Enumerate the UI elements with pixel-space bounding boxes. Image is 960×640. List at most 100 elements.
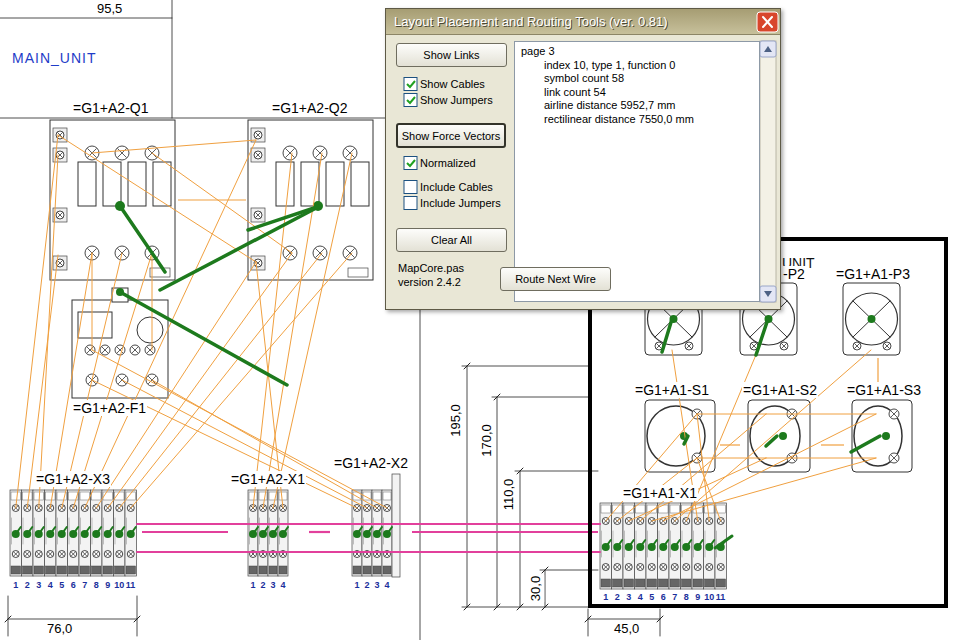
terminal-foot (259, 566, 267, 574)
terminal-foot (624, 579, 634, 587)
terminal-foot (613, 579, 623, 587)
terminal-foot (34, 566, 44, 574)
terminal-number: 11 (716, 592, 726, 602)
dimension-line (497, 397, 498, 607)
screw-terminal (115, 146, 129, 160)
dimension-tick (5, 616, 11, 622)
screw-terminal (602, 564, 609, 571)
dimension-line (8, 619, 137, 620)
terminal-number: 1 (251, 580, 256, 590)
screw-terminal (254, 131, 262, 139)
screw-slot (719, 565, 723, 569)
checkbox (404, 157, 417, 170)
screw-slot (106, 552, 110, 556)
overload-relay-symbol: =G1+A2-F1 (70, 286, 170, 418)
screw-slot (37, 552, 41, 556)
dimension-line (0, 18, 172, 19)
cable-run (137, 523, 600, 525)
lamp-ring (846, 293, 898, 345)
screw-slot (673, 565, 677, 569)
extension-line (492, 397, 588, 398)
terminal-rib (383, 518, 384, 544)
pushbutton-symbol: =G1+A1-S3 (844, 382, 925, 474)
drawing-label: MAIN_UNIT (12, 50, 96, 66)
push-button: Route Next Wire (500, 267, 611, 291)
wire-link (58, 135, 256, 262)
screw-terminal (58, 551, 65, 558)
terminal-tag (670, 505, 680, 513)
extension-line (588, 609, 589, 636)
force-vector (766, 436, 777, 446)
terminal-foot (46, 566, 56, 574)
force-vector (263, 527, 268, 534)
dimension-tick (542, 567, 548, 573)
screw-terminal (889, 409, 899, 419)
terminal-rib (682, 531, 683, 557)
screw-slot (71, 552, 75, 556)
screw-terminal (47, 551, 54, 558)
terminal-tag (249, 492, 257, 500)
terminal-number: 1 (603, 592, 608, 602)
checkbox (404, 94, 417, 107)
end-plate (392, 474, 400, 577)
screw-slot (117, 552, 121, 556)
wire-link (675, 350, 871, 521)
control-caption: Include Jumpers (420, 197, 501, 210)
contact-window (128, 162, 146, 206)
force-vector (686, 540, 691, 547)
screw-terminal (889, 453, 899, 463)
screw-terminal (694, 564, 701, 571)
terminal-number: 7 (672, 592, 677, 602)
side-terminal (53, 256, 67, 270)
info-line: rectilinear distance 7550,0 mm (544, 113, 694, 127)
force-vector (85, 527, 90, 534)
screw-slot (604, 565, 608, 569)
screw-terminal (104, 551, 111, 558)
extension-line (515, 471, 598, 472)
screw-slot (94, 552, 98, 556)
screw-slot (48, 552, 52, 556)
screw-slot (346, 149, 354, 157)
terminal-number: 1 (13, 580, 18, 590)
screw-slot (885, 344, 890, 349)
contact-window (276, 162, 294, 206)
terminal-rib (363, 518, 364, 544)
contactor-body (248, 120, 373, 280)
terminal-number: 8 (684, 592, 689, 602)
screw-slot (650, 565, 654, 569)
wire-link (152, 153, 292, 253)
terminal-rib (269, 518, 270, 544)
screw-slot (316, 149, 324, 157)
extension-line (462, 607, 588, 608)
screw-slot (855, 344, 860, 349)
terminal-rib (601, 531, 602, 557)
wire-link (640, 414, 766, 521)
screw-terminal (116, 551, 123, 558)
terminal-foot (716, 579, 726, 587)
terminal-number: 3 (375, 580, 380, 590)
dimension-value: 170,0 (479, 423, 494, 458)
force-vector (16, 527, 21, 534)
dimension-line (545, 570, 546, 607)
screw-terminal (717, 564, 724, 571)
force-vector (248, 206, 320, 230)
terminal-number: 4 (48, 580, 53, 590)
close-button (757, 12, 778, 32)
terminal-rib (103, 518, 104, 544)
screw-terminal (780, 342, 788, 350)
screw-slot (885, 344, 890, 349)
terminal-strip: =G1+A2-X3 (8, 470, 142, 594)
wire-link (85, 140, 256, 508)
force-vector-dot (882, 432, 890, 440)
screw-terminal (853, 342, 861, 350)
screw-slot (782, 344, 787, 349)
wire-link (821, 444, 844, 445)
info-pane: page 3index 10, type 1, function 0symbol… (514, 41, 760, 302)
terminal-block (56, 490, 68, 576)
screw-terminal (648, 564, 655, 571)
force-vector (675, 540, 680, 547)
terminal-block (623, 503, 635, 589)
terminal-tag (279, 492, 287, 500)
screw-slot (71, 552, 75, 556)
